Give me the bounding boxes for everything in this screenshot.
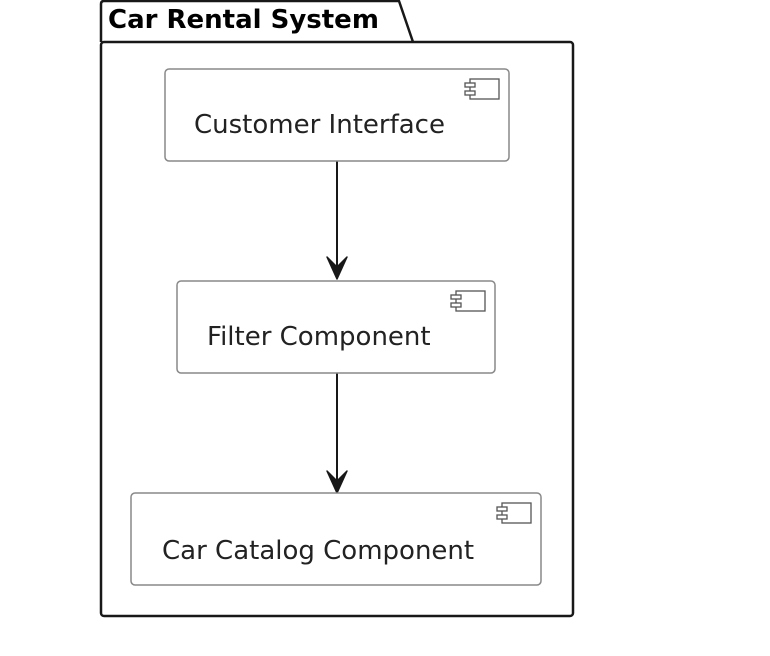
arrow-filter-to-catalog [326,373,348,494]
component-icon [464,78,500,100]
package-title: Car Rental System [108,5,379,35]
component-label: Customer Interface [194,110,445,140]
component-icon [450,290,486,312]
component-label: Filter Component [207,322,431,352]
arrow-head-icon [326,470,348,494]
component-customer-interface[interactable]: Customer Interface [164,68,510,162]
component-filter[interactable]: Filter Component [176,280,496,374]
component-box [130,492,542,586]
arrow-head-icon [326,256,348,280]
component-box [164,68,510,162]
component-label: Car Catalog Component [162,536,474,566]
package-car-rental-system: Car Rental System [99,0,575,618]
component-car-catalog[interactable]: Car Catalog Component [130,492,542,586]
component-box [176,280,496,374]
package-tab [99,0,415,43]
component-icon [496,502,532,524]
arrow-customer-to-filter [326,161,348,280]
package-body [99,40,575,618]
